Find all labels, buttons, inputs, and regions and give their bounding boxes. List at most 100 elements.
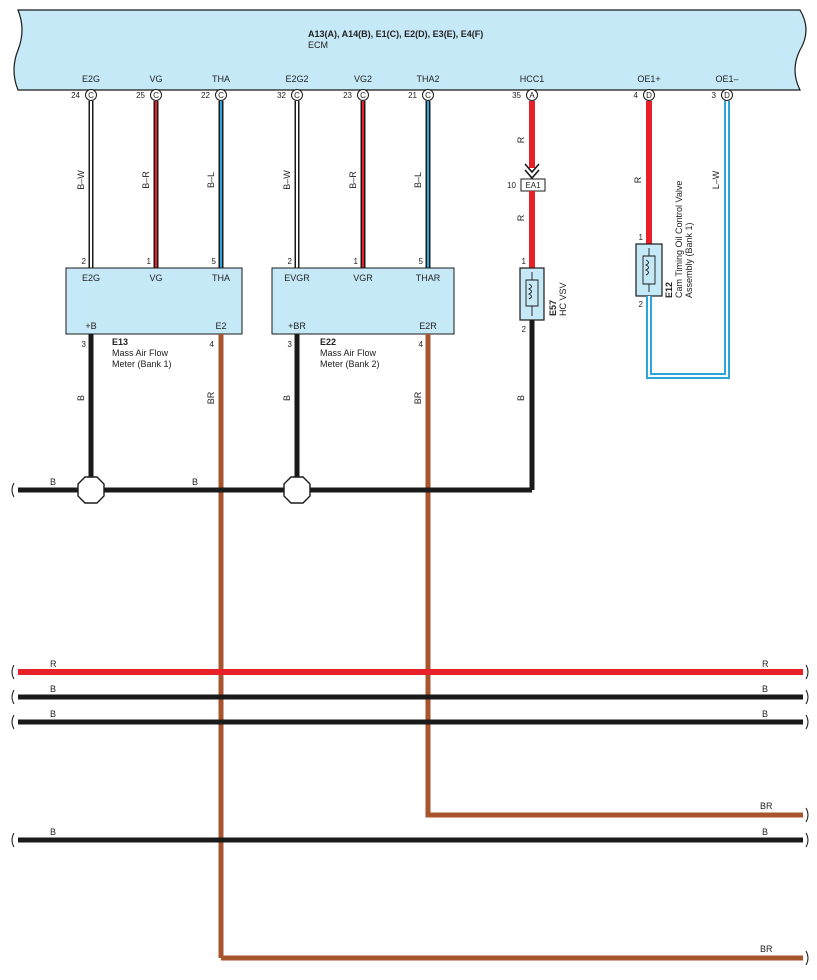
svg-text:4: 4	[634, 91, 639, 100]
svg-text:25: 25	[136, 91, 145, 100]
wire-label-r-top: R	[516, 136, 526, 143]
svg-text:35: 35	[512, 91, 521, 100]
wire-label-br1: B–R	[141, 171, 151, 189]
wire-label-lw: L–W	[711, 170, 721, 189]
ecm-pin-vg2: C 23	[343, 89, 369, 101]
svg-text:BR: BR	[760, 801, 773, 811]
e57-name: HC VSV	[558, 282, 568, 316]
svg-text:4: 4	[210, 340, 215, 349]
hcc1-circuit: EA1 10 1 2 E57 HC VSV	[507, 101, 568, 490]
terminal-e2g2: E2G2	[285, 74, 308, 84]
svg-text:EA1: EA1	[525, 181, 541, 190]
svg-text:THA: THA	[212, 273, 230, 283]
svg-text:R: R	[50, 659, 57, 669]
svg-text:B: B	[50, 709, 56, 719]
svg-text:VG: VG	[149, 273, 162, 283]
ecm-pin-tha2: C21	[408, 89, 434, 101]
bus-label-mid: B	[192, 477, 198, 487]
ecm-pins: C24 C25 C22 C32 C23 C21 A35 D4 D3	[71, 89, 733, 101]
ecm-pin-tha: C 22	[201, 89, 227, 101]
svg-text:Cam Timing Oil Control Valve: Cam Timing Oil Control Valve	[674, 181, 684, 298]
terminal-vg: VG	[149, 74, 162, 84]
ground-wires	[88, 334, 803, 961]
splice-e13	[77, 476, 105, 504]
wire-label-br-e13: BR	[206, 391, 216, 404]
svg-text:C: C	[425, 91, 431, 100]
svg-text:Mass Air Flow: Mass Air Flow	[112, 348, 169, 358]
wire-label-bl2: B–L	[413, 172, 423, 188]
svg-text:1: 1	[522, 257, 527, 266]
svg-text:10: 10	[507, 181, 516, 190]
ecm-pin-oe1-plus: D4	[634, 89, 655, 101]
svg-text:1: 1	[639, 233, 644, 242]
terminal-tha2: THA2	[416, 74, 439, 84]
svg-text:2: 2	[639, 300, 644, 309]
wire-label-b-e22: B	[282, 395, 292, 401]
svg-text:E2R: E2R	[419, 321, 437, 331]
e57-id: E57	[548, 300, 558, 316]
svg-text:Meter (Bank 1): Meter (Bank 1)	[112, 359, 172, 369]
svg-text:BR: BR	[760, 944, 773, 954]
svg-text:D: D	[724, 91, 730, 100]
svg-text:1: 1	[354, 257, 359, 266]
svg-text:R: R	[762, 659, 769, 669]
ground-bus: B B	[11, 476, 532, 504]
svg-text:5: 5	[212, 257, 217, 266]
svg-text:+BR: +BR	[288, 321, 306, 331]
wire-label-b-e13: B	[76, 395, 86, 401]
wire-label-bw2: B–W	[282, 170, 292, 190]
svg-text:+B: +B	[85, 321, 96, 331]
wire-label-bl1: B–L	[206, 172, 216, 188]
svg-text:3: 3	[712, 91, 717, 100]
svg-text:32: 32	[277, 91, 286, 100]
wire-label-br-e22: BR	[413, 391, 423, 404]
bottom-lines: R R B B B B BR B B BR	[11, 659, 809, 966]
svg-text:1: 1	[147, 257, 152, 266]
e22-mass-air-flow-meter-bank2: 2 1 5 EVGR VGR THAR +BR E2R 3 4 E22 Mass…	[271, 257, 455, 369]
e22-id: E22	[320, 337, 336, 347]
svg-text:Meter (Bank 2): Meter (Bank 2)	[320, 359, 380, 369]
svg-text:C: C	[153, 91, 159, 100]
svg-text:B: B	[762, 684, 768, 694]
wire-label-bw1: B–W	[76, 170, 86, 190]
ecm-pin-oe1-minus: D3	[712, 89, 733, 101]
e13-mass-air-flow-meter-bank1: 2 1 5 E2G VG THA +B E2 3 4 E13 Mass Air …	[65, 257, 243, 369]
wire-label-r-oe: R	[633, 176, 643, 183]
ecm-pin-vg: C 25	[136, 89, 162, 101]
svg-text:2: 2	[522, 325, 527, 334]
ecm-terminal-labels: E2G VG THA E2G2 VG2 THA2 HCC1 OE1+ OE1–	[82, 74, 739, 84]
svg-text:22: 22	[201, 91, 210, 100]
svg-text:C: C	[294, 91, 300, 100]
ecm-pin-e2g: C 24	[71, 89, 97, 101]
svg-text:THAR: THAR	[416, 273, 441, 283]
svg-text:C: C	[218, 91, 224, 100]
e13-id: E13	[112, 337, 128, 347]
svg-text:C: C	[360, 91, 366, 100]
svg-text:E2: E2	[215, 321, 226, 331]
terminal-hcc1: HCC1	[520, 74, 545, 84]
svg-text:24: 24	[71, 91, 80, 100]
ecm-pin-e2g2: C 32	[277, 89, 303, 101]
svg-text:C: C	[88, 91, 94, 100]
bus-label-left: B	[50, 477, 56, 487]
svg-text:3: 3	[82, 340, 87, 349]
svg-text:B: B	[762, 827, 768, 837]
terminal-tha: THA	[212, 74, 230, 84]
wire-label-br2: B–R	[348, 171, 358, 189]
oe1-circuit: 1 2 E12 Cam Timing Oil Control Valve Ass…	[635, 101, 730, 379]
splice-e22	[283, 476, 311, 504]
svg-text:Mass Air Flow: Mass Air Flow	[320, 348, 377, 358]
e12-id: E12	[664, 282, 674, 298]
terminal-oe1-plus: OE1+	[637, 74, 660, 84]
svg-text:3: 3	[288, 340, 293, 349]
ecm-connectors: A13(A), A14(B), E1(C), E2(D), E3(E), E4(…	[308, 29, 483, 39]
terminal-e2g: E2G	[82, 74, 100, 84]
svg-text:2: 2	[82, 257, 87, 266]
terminal-oe1-minus: OE1–	[715, 74, 738, 84]
svg-text:B: B	[50, 827, 56, 837]
svg-text:23: 23	[343, 91, 352, 100]
svg-text:5: 5	[419, 257, 424, 266]
ecm-pin-hcc1: A35	[512, 89, 538, 101]
svg-text:B: B	[762, 709, 768, 719]
